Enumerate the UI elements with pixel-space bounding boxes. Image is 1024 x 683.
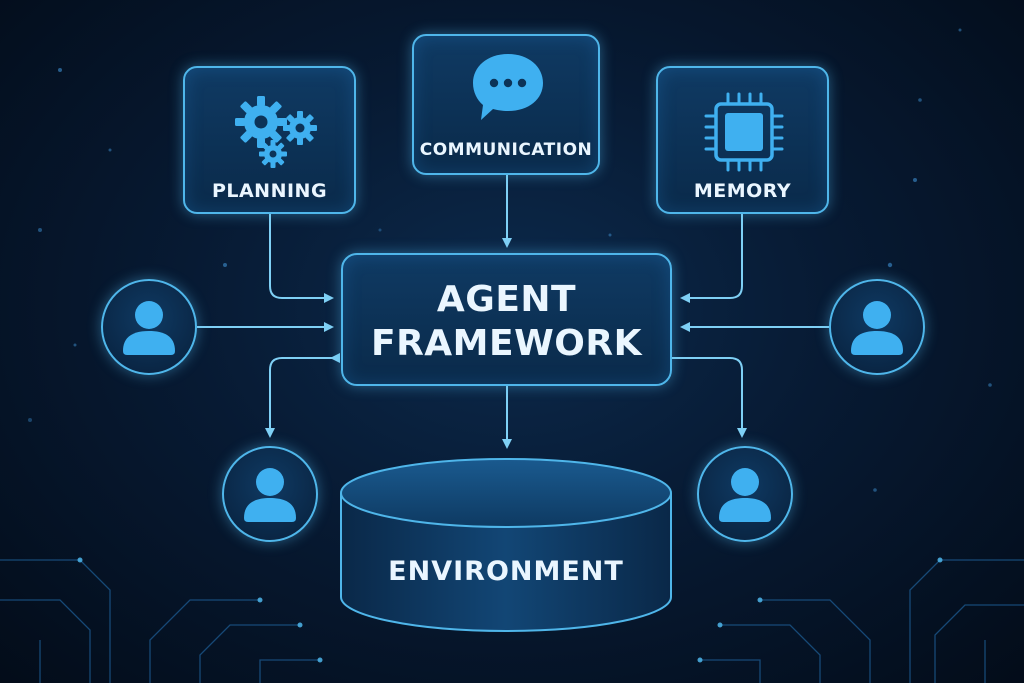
- background-particles: [28, 28, 992, 492]
- agent-node-right: [829, 279, 925, 375]
- edge-framework-to-bottom-left-agent: [265, 353, 340, 438]
- memory-label: MEMORY: [693, 180, 792, 202]
- chip-icon: [704, 92, 784, 172]
- circuit-nodes: [77, 557, 943, 663]
- agent-node-bottom-right: [697, 446, 793, 542]
- agent-framework-node: AGENT FRAMEWORK: [341, 253, 672, 386]
- edge-memory-to-framework: [680, 214, 743, 303]
- memory-node: MEMORY: [656, 66, 829, 214]
- edge-framework-to-bottom-right-agent: [672, 357, 747, 438]
- planning-label: PLANNING: [211, 180, 328, 202]
- agent-framework-label-line1: AGENT: [436, 279, 577, 320]
- connectors: [197, 175, 829, 449]
- communication-node: COMMUNICATION: [412, 34, 600, 175]
- environment-label: ENVIRONMENT: [388, 556, 624, 587]
- gears-icon: [235, 96, 317, 168]
- agent-framework-label-line2: FRAMEWORK: [370, 323, 643, 364]
- user-icon: [851, 301, 903, 355]
- communication-label: COMMUNICATION: [419, 140, 593, 160]
- agent-node-bottom-left: [222, 446, 318, 542]
- user-icon: [244, 468, 296, 522]
- chat-bubble-icon: [473, 54, 543, 120]
- circuit-traces: [0, 559, 1024, 683]
- user-icon: [719, 468, 771, 522]
- edge-planning-to-framework: [269, 214, 334, 303]
- planning-node: PLANNING: [183, 66, 356, 214]
- user-icon: [123, 301, 175, 355]
- environment-node: [340, 458, 672, 632]
- agent-node-left: [101, 279, 197, 375]
